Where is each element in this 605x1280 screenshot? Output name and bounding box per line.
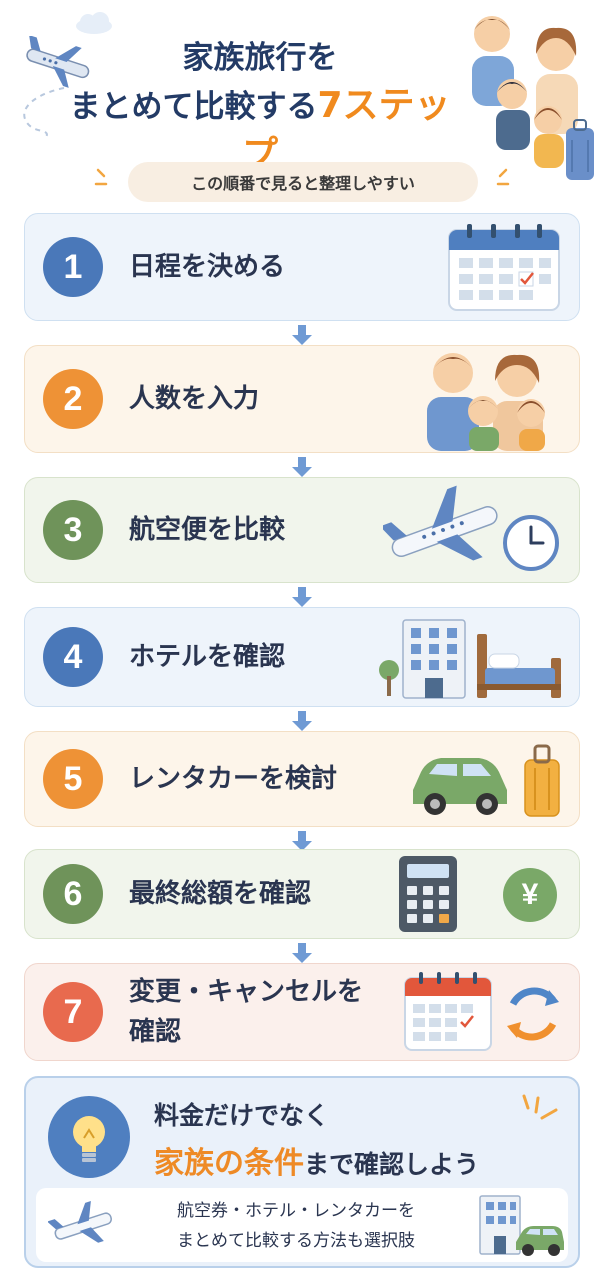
step-number-badge: 4 <box>43 627 103 687</box>
arrow-down-icon <box>292 831 312 851</box>
arrow-down-icon <box>292 943 312 963</box>
arrow-down-icon <box>292 587 312 607</box>
tip-subtext: 航空券・ホテル・レンタカーを まとめて比較する方法も選択肢 <box>136 1196 456 1256</box>
tip-heading-line-2: 家族の条件まで確認しよう <box>154 1138 479 1182</box>
tip-box: 料金だけでなく 家族の条件まで確認しよう 航空券・ホテル・レンタカーを まとめて… <box>24 1076 580 1268</box>
step-label: 最終総額を確認 <box>129 879 312 909</box>
hotel-bed-icon <box>379 619 561 699</box>
tip-footer: 航空券・ホテル・レンタカーを まとめて比較する方法も選択肢 <box>36 1188 568 1262</box>
family-icon <box>427 353 545 451</box>
header: 家族旅行を まとめて比較する7ステップ この順番で見ると整理しやすい <box>0 0 605 215</box>
yen-symbol: ¥ <box>521 878 539 911</box>
airplane-icon <box>48 1201 112 1243</box>
arrow-down-icon <box>292 711 312 731</box>
step-number-badge: 1 <box>43 237 103 297</box>
airplane-icon <box>26 36 90 88</box>
sparkle-icon <box>522 1094 558 1120</box>
step-label: 日程を決める <box>129 252 286 282</box>
calculator-yen-icon: ¥ <box>397 854 563 934</box>
tip-highlight: 家族の条件 <box>154 1146 304 1181</box>
calculator-icon <box>399 856 457 932</box>
flight-path-icon <box>23 87 65 141</box>
step-number-badge: 2 <box>43 369 103 429</box>
step-number-badge: 5 <box>43 749 103 809</box>
tip-subtext-line-2: まとめて比較する方法も選択肢 <box>177 1231 415 1251</box>
tip-subtext-line-1: 航空券・ホテル・レンタカーを <box>177 1201 415 1221</box>
step-card-4: 4 ホテルを確認 <box>24 607 580 707</box>
calendar-refresh-icon <box>404 972 559 1051</box>
sparkle-right-icon <box>496 168 510 186</box>
hotel-car-icon <box>479 1195 564 1256</box>
title-line-1: 家族旅行を <box>182 40 338 76</box>
subtitle-text: この順番で見ると整理しやすい <box>191 174 415 193</box>
sparkle-left-icon <box>94 168 108 186</box>
subtitle-pill: この順番で見ると整理しやすい <box>128 162 478 202</box>
step-label: 航空便を比較 <box>129 515 286 545</box>
yen-coin-icon: ¥ <box>503 868 557 922</box>
lightbulb-icon <box>48 1096 130 1178</box>
step-label: 人数を入力 <box>129 384 260 414</box>
step-label: レンタカーを検討 <box>129 764 338 794</box>
title-main: まとめて比較する <box>69 89 318 125</box>
step-card-3: 3 航空便を比較 <box>24 477 580 583</box>
family-illustration-icon <box>472 16 594 180</box>
calendar-icon <box>448 224 560 311</box>
tip-heading-line-1: 料金だけでなく <box>154 1101 330 1130</box>
tip-heading-rest: まで確認しよう <box>304 1150 480 1179</box>
step-label: 変更・キャンセルを確認 <box>129 977 364 1047</box>
arrow-down-icon <box>292 325 312 345</box>
step-card-5: 5 レンタカーを検討 <box>24 731 580 827</box>
step-card-6: 6 最終総額を確認 ¥ <box>24 849 580 939</box>
step-card-7: 7 変更・キャンセルを確認 <box>24 963 580 1061</box>
step-label: ホテルを確認 <box>129 642 286 672</box>
car-suitcase-icon <box>413 744 560 817</box>
page-title: 家族旅行を まとめて比較する7ステップ <box>60 34 460 180</box>
cloud-icon <box>76 12 112 34</box>
step-card-1: 1 日程を決める <box>24 213 580 321</box>
step-number-badge: 7 <box>43 982 103 1042</box>
step-card-2: 2 人数を入力 <box>24 345 580 453</box>
step-number-badge: 6 <box>43 864 103 924</box>
arrow-down-icon <box>292 457 312 477</box>
step-number-badge: 3 <box>43 500 103 560</box>
airplane-clock-icon <box>383 485 559 571</box>
